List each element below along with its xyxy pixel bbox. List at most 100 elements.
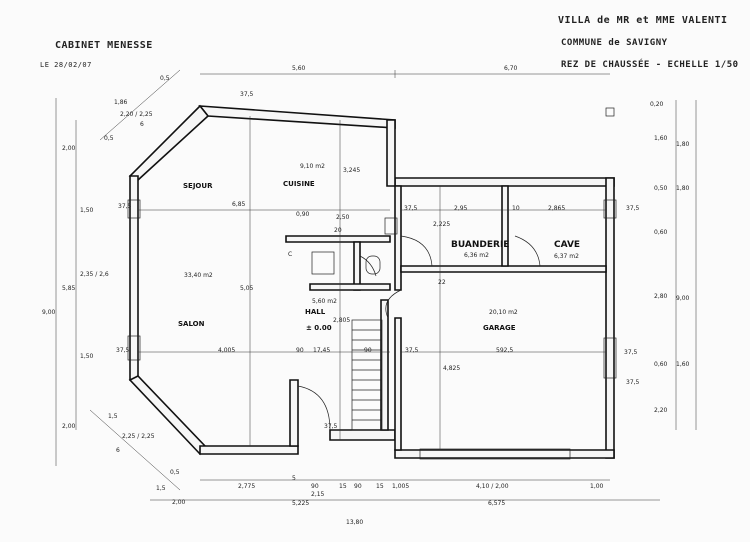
- dim-right-37-5: 37,5: [626, 379, 640, 386]
- dim-bot-2-775: 2,775: [238, 483, 255, 490]
- dim-left-1-50b: 1,50: [80, 353, 94, 360]
- dim-bot-6-575: 6,575: [488, 500, 505, 507]
- dim-top-6-70: 6,70: [504, 65, 518, 72]
- window-garage-door: [419, 448, 571, 460]
- project-title: VILLA de MR et MME VALENTI: [558, 15, 728, 26]
- dim-right-0-60: 0,60: [654, 229, 668, 236]
- dim-diagb-2-25: 2,25 / 2,25: [122, 433, 155, 440]
- hall-area: 5,60 m2: [312, 298, 337, 305]
- dim-bot-37-5: 37,5: [324, 423, 338, 430]
- dim-hall-2-805: 2,805: [333, 317, 350, 324]
- wall-garage-west-upper: [394, 185, 402, 291]
- dim-bot-90: 90: [311, 483, 319, 490]
- salon-area: 33,40 m2: [184, 272, 213, 279]
- dim-sejour-37-5: 37,5: [118, 203, 132, 210]
- dim-hall-90: 90: [296, 347, 304, 354]
- office-name: CABINET MENESSE: [55, 40, 153, 51]
- door-cave: [514, 235, 541, 267]
- dim-diagb-1-5: 1,5: [108, 413, 118, 420]
- fixtures: [311, 107, 615, 275]
- dim-diag-0-5: 0,5: [160, 75, 170, 82]
- wall-north-main: [198, 105, 396, 129]
- dim-left-1-50: 1,50: [80, 207, 94, 214]
- dim-diag-1-86: 1,86: [114, 99, 128, 106]
- door-hall-garage: [385, 289, 402, 319]
- hall-level: ± 0.00: [306, 324, 332, 332]
- dim-salon-4-005: 4,005: [218, 347, 235, 354]
- dim-bot-1-005: 1,005: [392, 483, 409, 490]
- wall-garage-west-lower: [394, 317, 402, 451]
- dim-diagb-1-5b: 1,5: [156, 485, 166, 492]
- wall-north-garage: [394, 177, 615, 187]
- wall-wc-south: [309, 283, 391, 291]
- room-buanderie: BUANDERIE: [451, 240, 509, 250]
- garage-area: 20,10 m2: [489, 309, 518, 316]
- dim-diagb-6: 6: [116, 447, 120, 454]
- dim-top-5-60: 5,60: [292, 65, 306, 72]
- door-wc: [359, 255, 377, 277]
- dim-right-9-00: 9,00: [676, 295, 690, 302]
- buanderie-area: 6,36 m2: [464, 252, 489, 259]
- dim-stairs-90: 90: [364, 347, 372, 354]
- wall-kitchen-hall: [285, 235, 391, 243]
- outer-walls: [128, 104, 615, 459]
- dim-buand-37-5: 37,5: [404, 205, 418, 212]
- door-buanderie: [400, 235, 433, 267]
- wc-toilet: [365, 255, 381, 275]
- dim-bot-90b: 90: [354, 483, 362, 490]
- wall-wc: [353, 241, 361, 291]
- dim-buand-2-225: 2,225: [433, 221, 450, 228]
- door-entry: [297, 385, 331, 431]
- wall-stair-east: [380, 299, 389, 431]
- dim-cuisine-0-90: 0,90: [296, 211, 310, 218]
- dim-garage-22: 22: [438, 279, 446, 286]
- window-east-garage-upper: [603, 199, 617, 219]
- dim-right-1-80: 1,80: [676, 141, 690, 148]
- dim-bot-2-15: 2,15: [311, 491, 325, 498]
- dim-hall-17-45: 17,45: [313, 347, 330, 354]
- dim-diag-6: 6: [140, 121, 144, 128]
- dim-diag-0-5b: 0,5: [104, 135, 114, 142]
- dim-sejour-6-85: 6,85: [232, 201, 246, 208]
- dim-right-1-80b: 1,80: [676, 185, 690, 192]
- dim-right-0-60b: 0,60: [654, 361, 668, 368]
- room-cave: CAVE: [554, 240, 580, 250]
- dimension-lines: [55, 69, 697, 501]
- dim-cuisine-2-50: 2,50: [336, 214, 350, 221]
- dim-right-2-20: 2,20: [654, 407, 668, 414]
- wall-buanderie-south: [400, 265, 607, 273]
- wall-south-garage: [394, 449, 615, 459]
- level-scale-title: REZ DE CHAUSSÉE - ECHELLE 1/50: [561, 60, 739, 70]
- dim-garage-37-5b: 37,5: [624, 349, 638, 356]
- dim-right-1-60b: 1,60: [676, 361, 690, 368]
- dim-bot-15a: 15: [339, 483, 347, 490]
- dim-left-5-85: 5,85: [62, 285, 76, 292]
- dim-buand-2-95: 2,95: [454, 205, 468, 212]
- wall-sw-diagonal: [128, 375, 207, 456]
- dim-garage-592-5: 592,5: [496, 347, 513, 354]
- plan-marker-square: [605, 107, 615, 117]
- wall-hall-west: [289, 379, 299, 447]
- cuisine-area: 9,10 m2: [300, 163, 325, 170]
- dim-bot-2-00: 2,00: [172, 499, 186, 506]
- dim-garage-4-825: 4,825: [443, 365, 460, 372]
- dim-right-2-80: 2,80: [654, 293, 668, 300]
- dim-cave-2-865: 2,865: [548, 205, 565, 212]
- cave-area: 6,37 m2: [554, 253, 579, 260]
- commune-title: COMMUNE de SAVIGNY: [561, 38, 668, 48]
- dim-top-37-5: 37,5: [240, 91, 254, 98]
- window-west-upper: [127, 199, 141, 219]
- dim-cave-37-5: 37,5: [626, 205, 640, 212]
- wall-east-garage: [605, 177, 615, 459]
- wc-label: C: [288, 251, 292, 258]
- dim-mid-5-05: 5,05: [240, 285, 254, 292]
- dim-diagb-0-5: 0,5: [170, 469, 180, 476]
- dim-right-0-20: 0,20: [650, 101, 664, 108]
- staircase: [351, 319, 383, 431]
- dim-left-2-00: 2,00: [62, 145, 76, 152]
- dim-bot-15b: 15: [376, 483, 384, 490]
- dim-left-2-35: 2,35 / 2,6: [80, 271, 109, 278]
- internal-walls: [285, 185, 607, 451]
- room-sejour: SEJOUR: [183, 182, 213, 190]
